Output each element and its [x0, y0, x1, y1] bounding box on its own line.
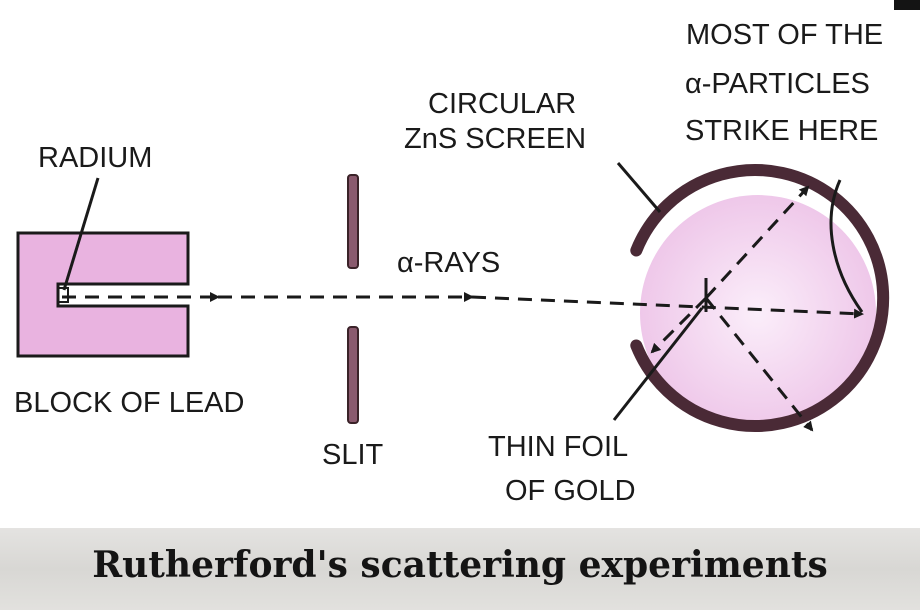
most-particles-label-line1: MOST OF THE	[686, 19, 883, 51]
gold-foil-label-line2: OF GOLD	[505, 475, 636, 507]
block-of-lead-label: BLOCK OF LEAD	[14, 387, 244, 419]
corner-mark	[894, 0, 920, 10]
foil-pointer	[612, 307, 704, 421]
slit-top	[347, 174, 359, 269]
most-particles-pointer	[829, 179, 864, 313]
lead-block	[16, 231, 190, 358]
circular-screen-label-line1: CIRCULAR	[428, 88, 576, 120]
most-particles-label-line2: α-PARTICLES	[685, 68, 870, 100]
scattered-ray-down	[704, 297, 814, 432]
screen-interior	[640, 195, 876, 431]
gold-foil-label-line1: THIN FOIL	[488, 431, 628, 463]
screen-pointer	[616, 162, 662, 213]
scattering-diagram: RADIUM BLOCK OF LEAD α-RAYS SLIT CIRCULA…	[14, 19, 890, 507]
slit-bottom	[347, 326, 359, 424]
caption-band	[0, 528, 920, 610]
alpha-ray-path-far	[471, 295, 864, 319]
zns-screen-ring	[630, 164, 890, 432]
slit-label: SLIT	[322, 439, 384, 471]
most-particles-label-line3: STRIKE HERE	[685, 115, 878, 147]
radium-pointer	[62, 177, 100, 291]
scattered-ray-back	[650, 296, 708, 354]
radium-source	[57, 287, 69, 303]
figure-caption: Rutherford's scattering experiments	[92, 544, 828, 586]
alpha-rays-label: α-RAYS	[397, 247, 500, 279]
radium-label: RADIUM	[38, 142, 152, 174]
circular-screen-label-line2: ZnS SCREEN	[404, 123, 586, 155]
scattered-ray-up	[704, 185, 810, 300]
